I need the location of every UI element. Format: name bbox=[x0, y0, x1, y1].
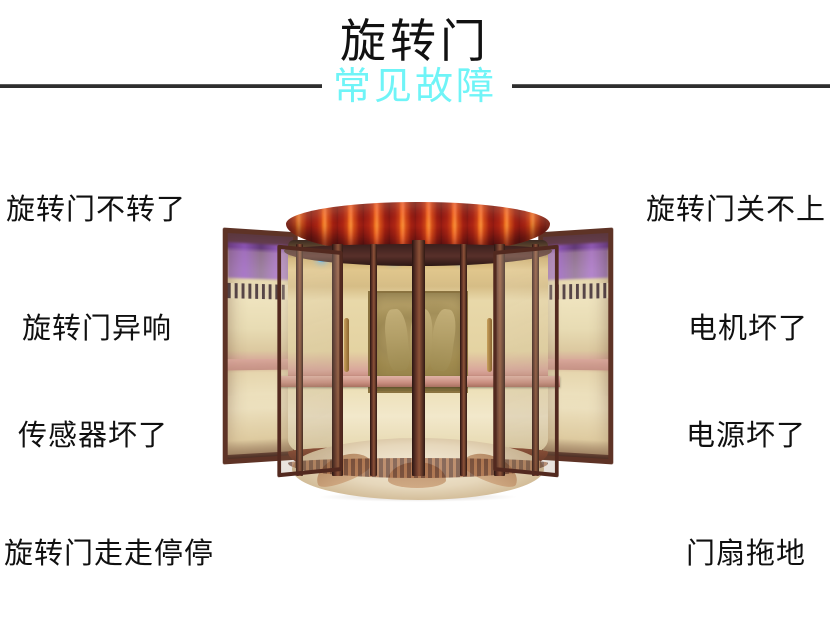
fault-label-door-wont-close: 旋转门关不上 bbox=[645, 194, 826, 226]
door-mullion bbox=[370, 244, 377, 476]
revolving-door-leaf-right bbox=[493, 244, 559, 478]
fault-label-start-stop: 旋转门走走停停 bbox=[4, 538, 215, 570]
page-title: 旋转门 bbox=[326, 18, 504, 64]
door-mullion bbox=[532, 244, 539, 476]
page-subtitle: 常见故障 bbox=[332, 66, 497, 108]
fault-label-sensor-broken: 传感器坏了 bbox=[18, 420, 169, 452]
revolving-door-leaf-left bbox=[277, 244, 343, 478]
door-handle bbox=[487, 318, 492, 372]
title-block: 旋转门 常见故障 bbox=[0, 18, 830, 106]
fault-label-door-not-rotating: 旋转门不转了 bbox=[6, 194, 187, 226]
fault-label-leaf-dragging: 门扇拖地 bbox=[685, 538, 806, 570]
fault-label-power-broken: 电源坏了 bbox=[685, 420, 806, 452]
revolving-door-image bbox=[222, 200, 614, 505]
relief-figure bbox=[382, 308, 412, 373]
door-center-shaft bbox=[412, 240, 425, 476]
fault-label-motor-broken: 电机坏了 bbox=[687, 313, 808, 345]
page-header: 旋转门 常见故障 bbox=[0, 0, 830, 150]
door-mullion bbox=[494, 244, 505, 476]
door-mullion bbox=[296, 244, 303, 476]
door-mullion bbox=[332, 244, 343, 476]
door-handle bbox=[344, 318, 349, 372]
fault-label-abnormal-noise: 旋转门异响 bbox=[22, 313, 173, 345]
header-rule-left bbox=[0, 84, 322, 88]
header-rule-right bbox=[512, 84, 830, 88]
relief-figure bbox=[427, 307, 459, 373]
door-mullion bbox=[460, 244, 467, 476]
